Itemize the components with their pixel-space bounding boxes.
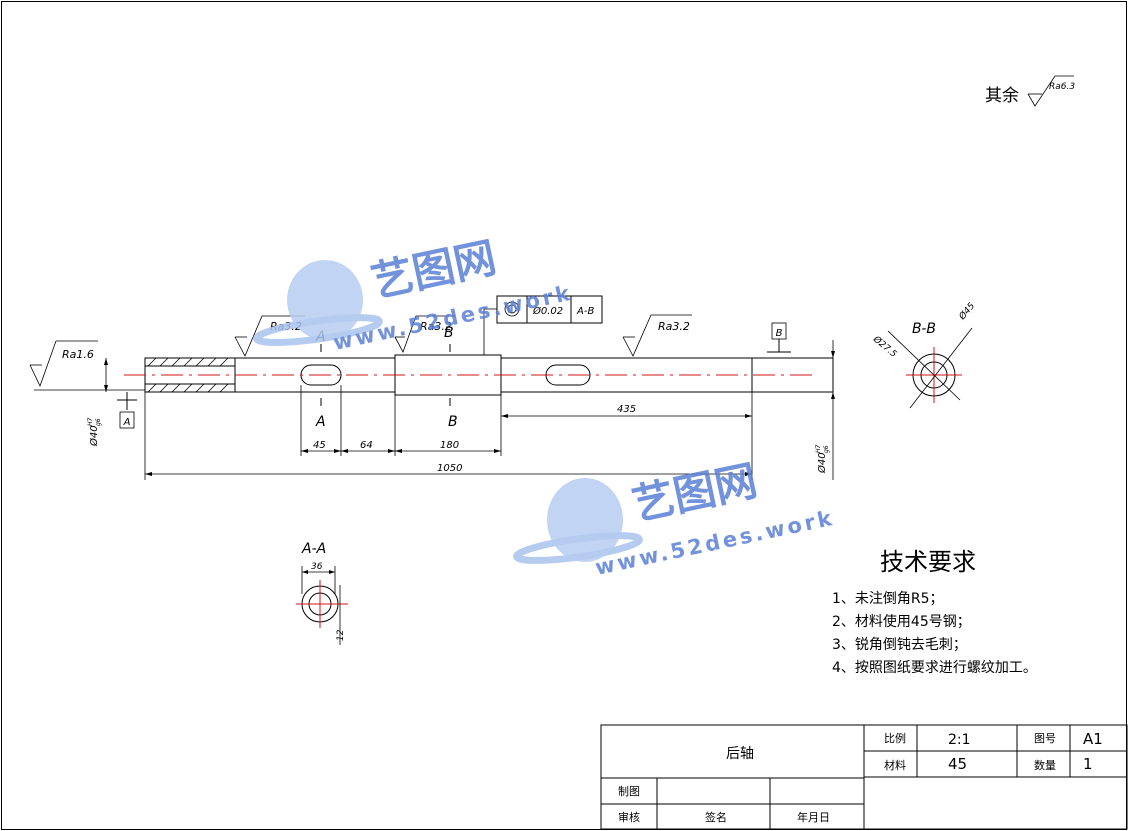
dim-1050: 1050 [437,463,462,474]
svg-text:Ø40: Ø40 [816,452,828,474]
check-label: 审核 [618,810,640,824]
svg-text:g6: g6 [95,418,102,426]
sign-label: 签名 [705,810,727,824]
dim-dia-right: Ø40 H7 g6 [815,444,830,474]
watermark-1: 艺图网 www.52des.work [253,233,575,355]
title-block: 后轴 比例 2:1 图号 A1 材料 45 数量 1 制图 审核 签名 年月日 [600,724,1128,830]
svg-text:g6: g6 [823,445,830,453]
tech-item-2: 2、材料使用45号钢； [832,613,971,630]
dim-dia-left: Ø40 H7 g6 [87,417,102,447]
roughness-ra32-b: Ra3.2 [420,320,452,333]
material-label: 材料 [884,758,906,772]
roughness-ra32-c: Ra3.2 [658,320,690,333]
shaft-main-view [124,354,834,396]
scale-label: 比例 [884,731,906,745]
dimension-lines [104,340,835,480]
tech-item-1: 1、未注倒角R5； [832,591,944,607]
section-aa: A-A 36 12 [296,541,348,645]
tech-item-4: 4、按照图纸要求进行螺纹加工。 [832,660,1037,676]
datum-b-label: B [776,328,783,339]
roughness-rest-value: Ra6.3 [1049,82,1075,92]
roughness-symbol-3: Ra3.2 [394,315,455,353]
section-mark-b-bottom: B [448,414,458,430]
section-aa-title: A-A [301,541,326,557]
tech-item-3: 3、锐角倒钝去毛刺； [832,637,967,653]
roughness-symbol-1: Ra1.6 [29,340,145,391]
svg-text:H7: H7 [87,417,94,426]
date-label: 年月日 [797,810,830,824]
tolerance-value: Ø0.02 [532,305,563,317]
svg-text:H7: H7 [815,444,822,453]
dim-435: 435 [617,404,636,415]
datum-a: A [117,392,137,429]
qty-value: 1 [1083,755,1093,773]
tech-requirements: 技术要求 1、未注倒角R5； 2、材料使用45号钢； 3、锐角倒钝去毛刺； 4、… [832,548,1037,676]
section-aa-width: 36 [311,562,323,572]
datum-b: B [767,322,791,353]
watermark-brand-1: 艺图网 [367,233,500,307]
roughness-symbol-4: Ra3.2 [622,314,692,357]
section-bb-d2: Ø45 [956,300,977,322]
roughness-ra16: Ra1.6 [62,348,94,361]
material-value: 45 [948,755,967,773]
drawing-no-value: A1 [1083,730,1103,748]
tolerance-datum: A-B [576,306,594,317]
svg-text:Ø40: Ø40 [88,425,100,447]
part-name: 后轴 [726,746,754,762]
tolerance-frame: Ø0.02 A-B [483,295,603,355]
section-mark-b-top: B [444,325,454,341]
roughness-rest-label: 其余 [985,86,1019,106]
section-mark-a-bottom: A [315,414,326,430]
datum-a-label: A [123,417,131,428]
section-aa-depth: 12 [336,629,346,641]
tech-title: 技术要求 [880,548,976,576]
dim-64: 64 [360,440,373,451]
drawing-no-label: 图号 [1034,732,1056,745]
watermark-brand-2: 艺图网 [628,456,761,530]
dim-45: 45 [313,440,326,451]
scale-value: 2:1 [948,732,971,748]
roughness-rest-symbol: Ra6.3 [1027,75,1075,107]
qty-label: 数量 [1034,759,1056,772]
dim-180: 180 [440,440,459,451]
section-bb-title: B-B [912,321,936,337]
section-bb: B-B Ø27.5 Ø45 [870,300,977,409]
drawn-label: 制图 [618,785,640,798]
